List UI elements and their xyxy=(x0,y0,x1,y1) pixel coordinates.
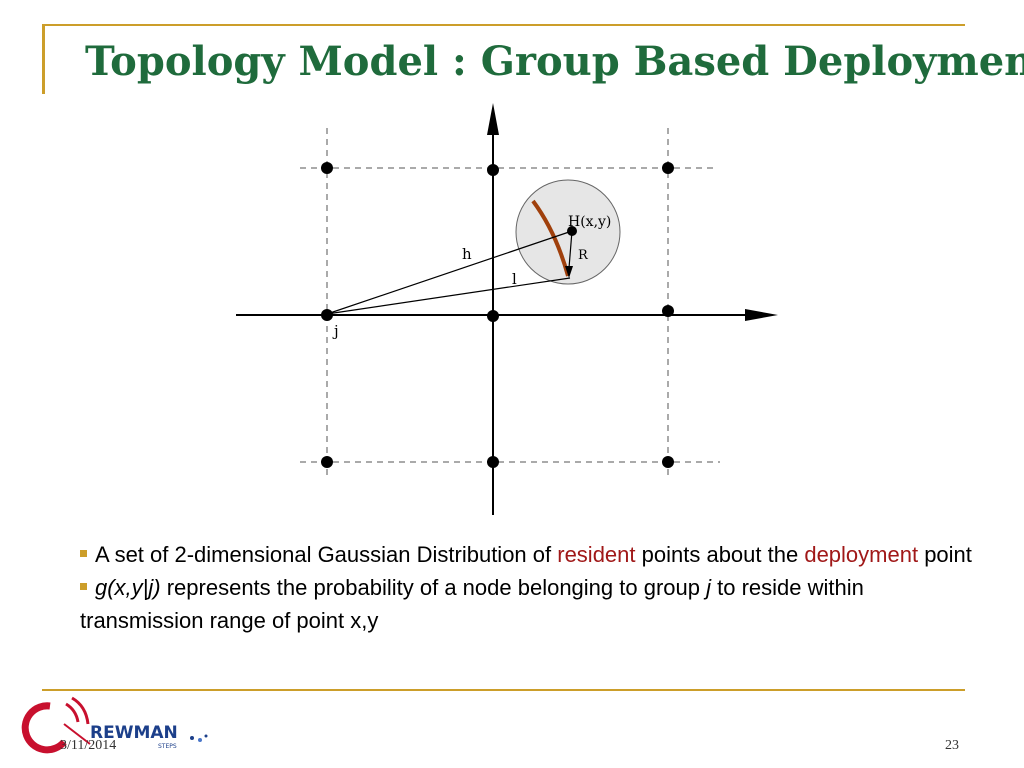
line-h xyxy=(326,230,573,315)
slide-title: Topology Model : Group Based Deployment xyxy=(85,38,1024,85)
rewman-logo: REWMAN STEPS xyxy=(21,696,208,754)
radius-line xyxy=(568,230,573,269)
line-l xyxy=(326,277,571,315)
bullet-2: g(x,y|j) represents the probability of a… xyxy=(80,575,864,633)
grid-point xyxy=(662,305,674,317)
grid-point xyxy=(487,310,499,322)
grid-point xyxy=(321,456,333,468)
bullet-square-icon xyxy=(80,582,87,590)
label-h-point: H(x,y) xyxy=(568,214,611,230)
grid-point xyxy=(321,162,333,174)
page-number: 23 xyxy=(945,738,959,753)
x-axis-arrowhead xyxy=(745,309,778,321)
function-g: g(x,y|j) xyxy=(95,575,161,600)
radius-arrowhead xyxy=(565,266,573,278)
bullet-list: A set of 2-dimensional Gaussian Distribu… xyxy=(80,538,980,637)
bullet-square-icon xyxy=(80,549,87,557)
grid-point xyxy=(487,164,499,176)
y-axis-arrowhead xyxy=(487,103,499,135)
label-radius: R xyxy=(578,248,589,263)
highlight-deployment: deployment xyxy=(804,542,919,567)
variable-j: j xyxy=(706,575,711,600)
bullet-1: A set of 2-dimensional Gaussian Distribu… xyxy=(80,538,980,571)
label-l: l xyxy=(512,270,517,288)
highlight-resident: resident xyxy=(557,542,636,567)
point-h xyxy=(567,226,577,236)
label-h: h xyxy=(462,245,472,263)
grid-point xyxy=(662,456,674,468)
grid-point-j xyxy=(321,309,333,321)
logo-text: REWMAN xyxy=(90,723,178,743)
grid-point xyxy=(487,456,499,468)
grid-point xyxy=(662,162,674,174)
footer-date: 3/11/2014 xyxy=(60,738,117,753)
left-accent-bar xyxy=(42,24,45,94)
label-j: j xyxy=(332,322,339,340)
top-rule xyxy=(42,24,965,26)
topology-diagram: H(x,y) R h l j xyxy=(236,103,778,515)
logo-tagline: STEPS xyxy=(158,743,177,750)
bottom-rule xyxy=(42,689,965,691)
